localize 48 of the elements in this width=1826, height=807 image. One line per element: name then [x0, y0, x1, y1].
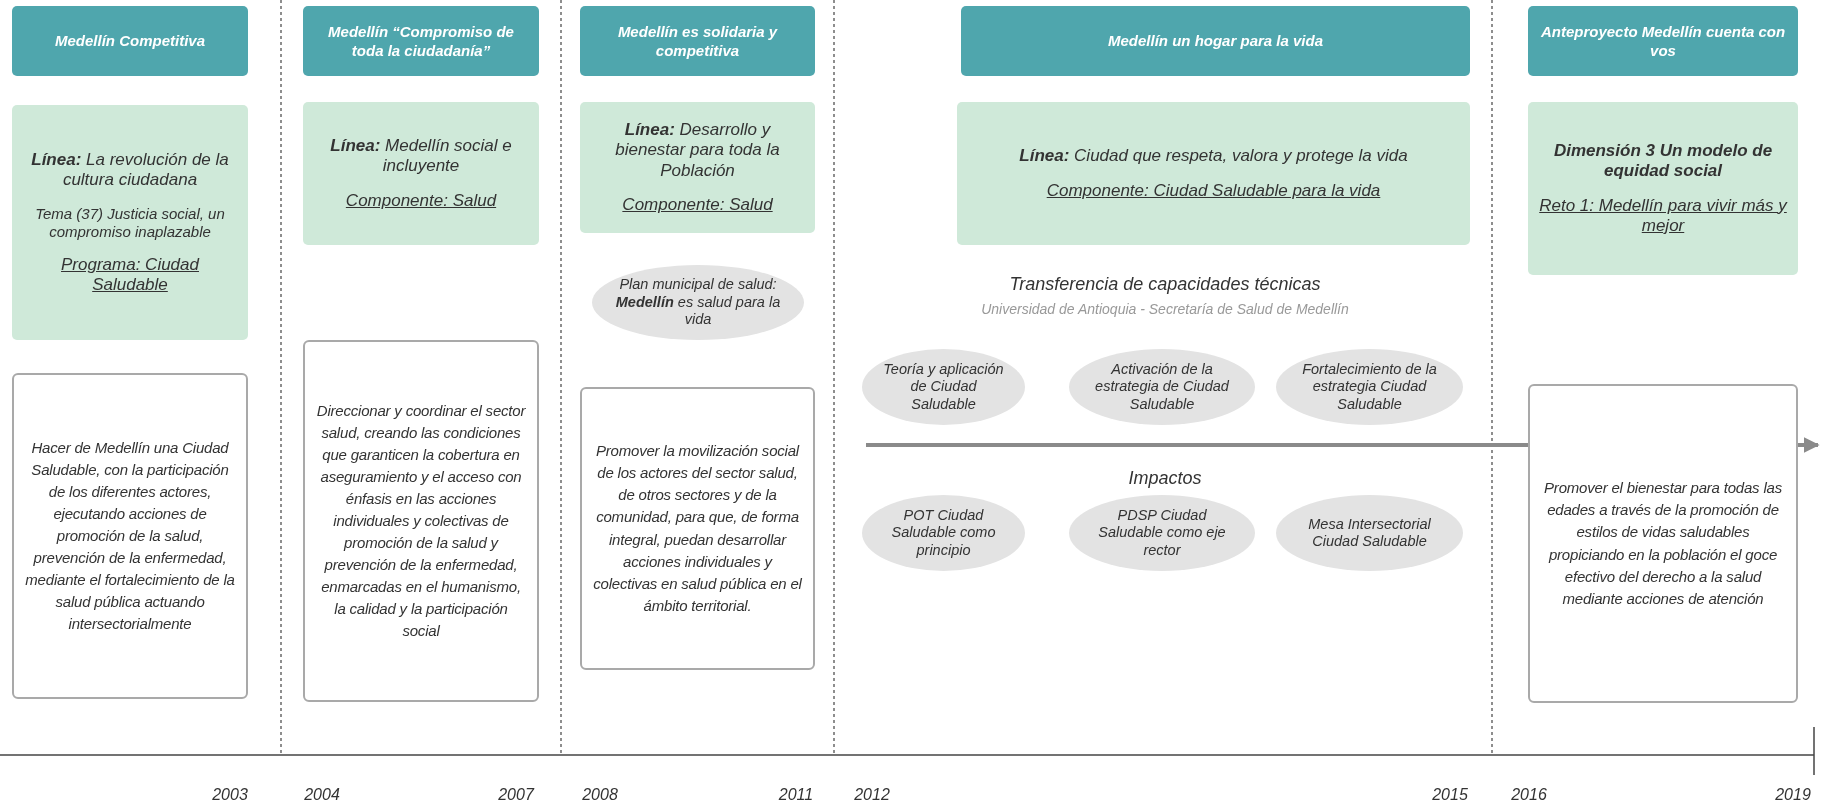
node-text: Teoría y aplicación de Ciudad Saludable — [882, 360, 1005, 414]
node-text: Línea: Desarrollo y bienestar para toda la Población — [614, 119, 781, 181]
node-text: Medellín “Compromiso de toda la ciudadanía” — [327, 21, 515, 61]
year-label: 2003 — [212, 786, 248, 804]
year-label: 2007 — [498, 786, 534, 804]
section-heading: Transferencia de capacidades técnicas — [1009, 274, 1321, 295]
year-label: 2012 — [854, 786, 890, 804]
node-text: Componente: Salud — [345, 190, 497, 212]
node-text: Medellín Competitiva — [55, 31, 205, 51]
node-text: Línea: Ciudad que respeta, valora y protege la vida — [1019, 146, 1408, 167]
source-note: Universidad de Antioquia - Secretaría de Salud de Medellín — [981, 301, 1349, 317]
node-text: Tema (37) Justicia social, un compromiso inaplazable — [34, 204, 226, 241]
node-text: Medellín un hogar para la vida — [1107, 31, 1323, 51]
year-label: 2011 — [778, 786, 814, 804]
node-text: Componente: Salud — [622, 194, 773, 216]
node-text: Anteproyecto Medellín cuenta con vos — [1539, 21, 1787, 61]
node-text: Reto 1: Medellín para vivir más y mejor — [1538, 195, 1788, 237]
objective-box — [1528, 384, 1798, 703]
year-label: 2019 — [1775, 786, 1811, 804]
year-label: 2015 — [1432, 786, 1468, 804]
year-label: 2008 — [582, 786, 618, 804]
plan-title-banner — [12, 6, 248, 76]
node-text: Activación de la estrategia de Ciudad Saludable — [1094, 360, 1230, 414]
year-label: 2016 — [1511, 786, 1547, 804]
objective-box — [580, 387, 815, 670]
plan-title-banner — [1528, 6, 1798, 76]
node-text: Programa: Ciudad Saludable — [60, 254, 201, 296]
node-text: Hacer de Medellín una Ciudad Saludable, con la participación de los diferentes actores, ejecutando acciones de promoción de la salud, prevención de la enfermedad, mediante el fortalecimiento de la salud pública actuando intersectorialmente — [24, 437, 236, 635]
objective-box — [303, 340, 539, 702]
node-text: Dimensión 3 Un modelo de equidad social — [1552, 140, 1774, 182]
node-text: Promover el bienestar para todas las edades a través de la promoción de estilos de vidas saludables propiciando en la población el goce efectivo del derecho a la salud mediante acciones de atención — [1543, 478, 1783, 609]
node-text: Línea: La revolución de la cultura ciudadana — [30, 149, 230, 191]
objective-box — [12, 373, 248, 699]
node-text: Línea: Medellín social e incluyente — [329, 135, 513, 177]
node-text: Plan municipal de salud: Medellín es salud para la vida — [614, 276, 782, 329]
plan-title-banner — [303, 6, 539, 76]
node-text: Direccionar y coordinar el sector salud, creando las condiciones que garanticen la cobertura en aseguramiento y el acceso con énfasis en las acciones individuales y colectivas de promoción de la salud y prevención de la enfermedad, enmarcadas en el humanismo, la calidad y la participación social — [315, 400, 527, 642]
plan-title-banner — [961, 6, 1470, 76]
node-text: Medellín es solidaria y competitiva — [616, 21, 779, 61]
node-text: Fortalecimiento de la estrategia Ciudad Saludable — [1301, 360, 1438, 414]
node-text: Promover la movilización social de los actores del sector salud, de otros sectores y de la comunidad, para que, de forma integral, puedan desarrollar acciones individuales y colectivas en salud pública en el ámbito territorial. — [592, 441, 803, 616]
section-heading: Impactos — [1128, 468, 1202, 489]
node-text: Mesa Intersectorial Ciudad Saludable — [1307, 515, 1432, 551]
year-label: 2004 — [304, 786, 340, 804]
node-text: POT Ciudad Saludable como principio — [890, 506, 997, 560]
plan-title-banner — [580, 6, 815, 76]
node-text: PDSP Ciudad Saludable como eje rector — [1097, 506, 1227, 560]
node-text: Componente: Ciudad Saludable para la vida — [1046, 180, 1381, 201]
